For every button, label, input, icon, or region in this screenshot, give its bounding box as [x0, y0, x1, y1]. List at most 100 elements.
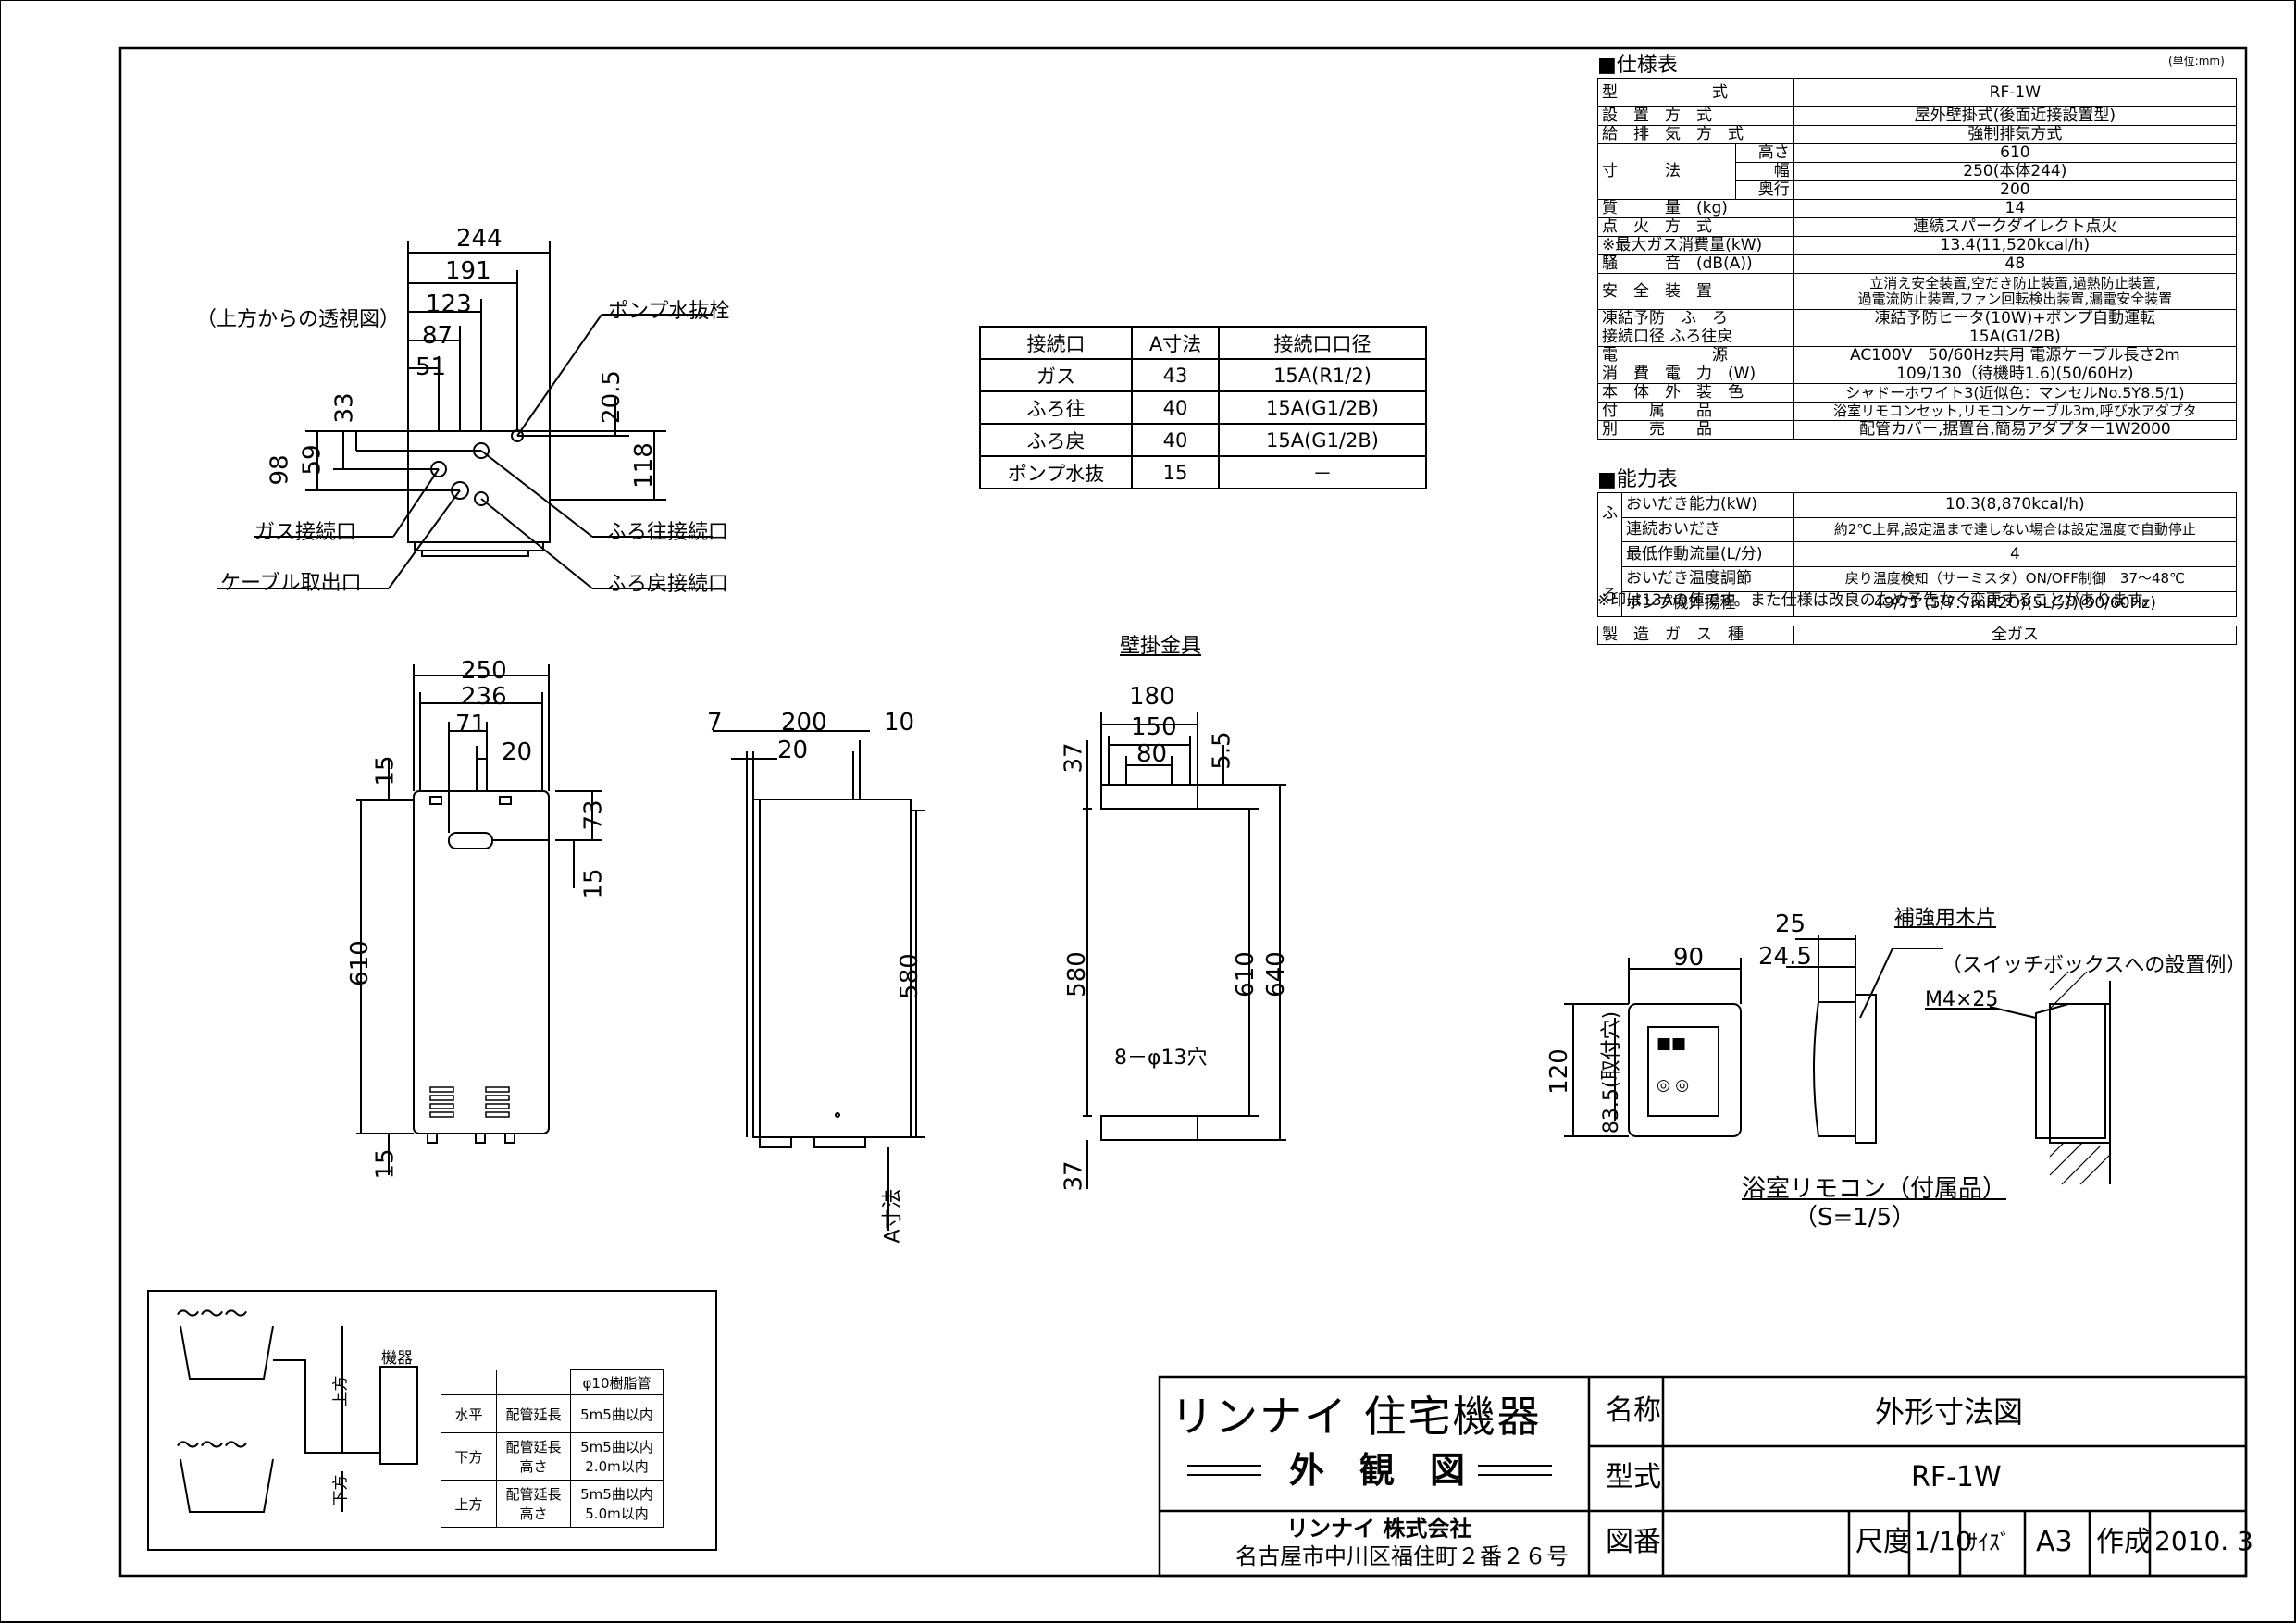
up-label: 上方 [331, 1375, 351, 1407]
screw-label: M4×25 [1925, 988, 1999, 1011]
spec-value: 200 [2000, 180, 2030, 199]
company-name: リンナイ 株式会社 [1286, 1516, 1472, 1542]
table-cell: 下方 [441, 1432, 497, 1481]
table-cell: 43 [1131, 358, 1220, 392]
made-value: 2010. 3 [2154, 1526, 2253, 1556]
table-cell: 15 [1131, 455, 1220, 489]
gas-type-label: 製 造 ガ ス 種 [1597, 626, 1794, 645]
spec-label: 消 費 電 力 (W) [1597, 365, 1794, 384]
perf-side-label: ふろ [1597, 492, 1622, 617]
dim-610-bracket: 610 [1231, 951, 1260, 997]
dim-118: 118 [629, 442, 658, 489]
drawing-no-label: 図番 [1606, 1526, 1661, 1558]
perf-value: 戻り温度検知（サーミスタ）ON/OFF制御 37～48℃ [1793, 566, 2238, 592]
perf-side-char: ふ [1602, 504, 1618, 523]
bathtub-lower-icon: ～～～ [176, 1432, 249, 1460]
remote-scale: （S=1/5） [1793, 1204, 1917, 1232]
table-cell: ふろ往 [979, 390, 1133, 425]
cable-outlet-callout: ケーブル取出口 [220, 572, 362, 595]
remote-display-icon: ■■ [1657, 1035, 1687, 1053]
spec-value: シャドーホワイト3(近似色：マンセルNo.5Y8.5/1) [1793, 383, 2238, 403]
perf-label: ポンプ機外揚程 [1621, 590, 1794, 617]
spec-label: 別 売 品 [1597, 420, 1794, 440]
mounting-holes: 8－φ13穴 [1114, 1047, 1208, 1070]
perf-label: 連続おいだき [1621, 516, 1794, 543]
spec-label: 電 源 [1597, 346, 1794, 365]
dim-250: 250 [461, 657, 507, 685]
spec-label: 点 火 方 式 [1597, 217, 1794, 237]
supply-port-callout: ふろ往接続口 [606, 521, 729, 544]
remote-caption: 浴室リモコン（付属品） [1742, 1175, 2007, 1203]
spec-label: 接続口径 ふろ往戻 [1597, 328, 1794, 347]
perf-value: 10.3(8,870kcal/h) [1793, 492, 2238, 518]
perf-label: 最低作動流量(L/分) [1621, 541, 1794, 568]
table-cell: 15A(G1/2B) [1218, 423, 1427, 457]
dim-15-bottom: 15 [371, 1148, 400, 1180]
dim-98: 98 [266, 454, 294, 486]
spec-label: 奥行 [1734, 180, 1793, 199]
dim-37-bottom: 37 [1060, 1160, 1088, 1192]
spec-value: 立消え安全装置,空だき防止装置,過熱防止装置, 過電流防止装置,ファン回転検出装… [1793, 273, 2238, 310]
model-value: RF-1W [1911, 1461, 2002, 1493]
dim-640: 640 [1261, 951, 1290, 997]
perf-side-char: ろ [1602, 586, 1618, 605]
perf-table: ふろ おいだき能力(kW)10.3(8,870kcal/h) 連続おいだき約2℃… [1597, 492, 2238, 617]
spec-value: 250(本体244) [1794, 162, 2236, 181]
dim-580-side: 580 [895, 953, 924, 999]
perf-value: 約2℃上昇,設定温まで達しない場合は設定温度で自動停止 [1793, 516, 2238, 543]
spec-label: 寸 法 [1602, 162, 1681, 180]
spec-label: 騒 音 (dB(A)) [1597, 254, 1794, 274]
dim-150: 150 [1131, 713, 1177, 741]
dim-51: 51 [416, 353, 447, 381]
spec-unit: (単位:mm) [2168, 55, 2225, 68]
table-row: ふろ戻 40 15A(G1/2B) [979, 423, 1427, 457]
dim-123: 123 [426, 291, 472, 318]
table-cell: 配管延長 高さ [496, 1432, 571, 1481]
spec-value: 109/130（待機時1.6)(50/60Hz) [1793, 365, 2238, 384]
table-cell: 15A(R1/2) [1218, 358, 1427, 392]
table-cell: 5m5曲以内 [570, 1394, 664, 1433]
table-cell: 15A(G1/2B) [1218, 390, 1427, 425]
name-value: 外形寸法図 [1875, 1394, 2024, 1430]
dim-20-side: 20 [777, 737, 809, 764]
company-address: 名古屋市中川区福住町２番２６号 [1235, 1543, 1569, 1569]
perf-value: 49/75 (5/7.7mH2O)(5L/分)(50/60Hz) [1793, 590, 2238, 617]
dim-25: 25 [1775, 911, 1806, 938]
size-label: ｻｲｽﾞ [1967, 1530, 2011, 1555]
gas-type-table: 製 造 ガ ス 種全ガス [1597, 626, 2238, 645]
table-cell: 40 [1131, 390, 1220, 425]
dim-610-front: 610 [345, 940, 374, 986]
bathtub-upper-icon: ～～～ [176, 1301, 249, 1329]
pump-drain-callout: ポンプ水抜栓 [608, 300, 730, 323]
dim-180: 180 [1129, 683, 1175, 711]
spec-label: 高さ [1734, 144, 1793, 163]
spec-note: ※印は13Aの値です。また仕様は改良のため予告なく変更することがあります。 [1597, 591, 2158, 610]
model-label: 型式 [1606, 1461, 1661, 1493]
spec-value: 配管カバー,据置台,簡易アダプター1W2000 [1793, 420, 2238, 440]
spec-value: 14 [1793, 199, 2238, 218]
spec-label: 質 量 (kg) [1597, 199, 1794, 218]
a-dimension-label: A寸法 [881, 1188, 905, 1244]
down-label: 下方 [331, 1474, 351, 1506]
dim-15-top: 15 [371, 755, 400, 787]
name-label: 名称 [1606, 1394, 1661, 1427]
perf-label: おいだき温度調節 [1621, 566, 1794, 592]
table-row: ガス 43 15A(R1/2) [979, 358, 1427, 392]
conn-header: 接続口 [979, 326, 1133, 360]
spec-label: ※最大ガス消費量(kW) [1597, 236, 1794, 255]
dim-244: 244 [456, 225, 503, 253]
spec-value: 48 [1793, 254, 2238, 274]
dim-191: 191 [445, 257, 491, 285]
dim-200: 200 [781, 709, 827, 737]
spec-label: 付 属 品 [1597, 402, 1794, 421]
dim-236: 236 [461, 683, 507, 711]
reinforcement-label: 補強用木片 [1894, 907, 1997, 930]
piping-header: φ10樹脂管 [570, 1369, 664, 1395]
table-cell: 配管延長 [496, 1394, 571, 1433]
gas-port-callout: ガス接続口 [254, 521, 357, 544]
perf-title: ■能力表 [1597, 468, 1678, 491]
spec-value: 連続スパークダイレクト点火 [1793, 217, 2238, 237]
